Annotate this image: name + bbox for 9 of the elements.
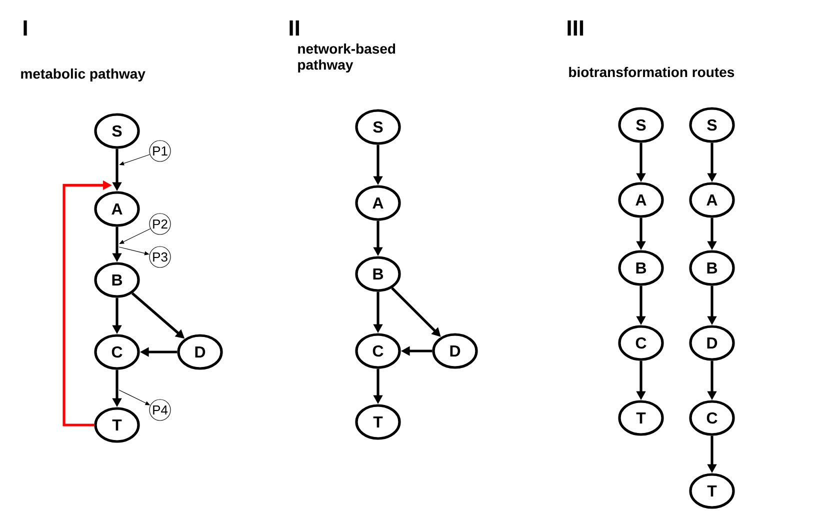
- panel-heading: metabolic pathway: [21, 68, 146, 82]
- panel-numeral: I: [24, 20, 27, 36]
- panel-numeral: II: [290, 20, 299, 36]
- leader-arrow: [119, 228, 151, 244]
- panel-numeral: III: [568, 20, 584, 36]
- leader-arrow: [118, 246, 150, 256]
- panel-heading: biotransformation routes: [569, 66, 734, 78]
- panel-heading: network-based pathway: [298, 43, 396, 73]
- leader-arrow: [119, 154, 150, 166]
